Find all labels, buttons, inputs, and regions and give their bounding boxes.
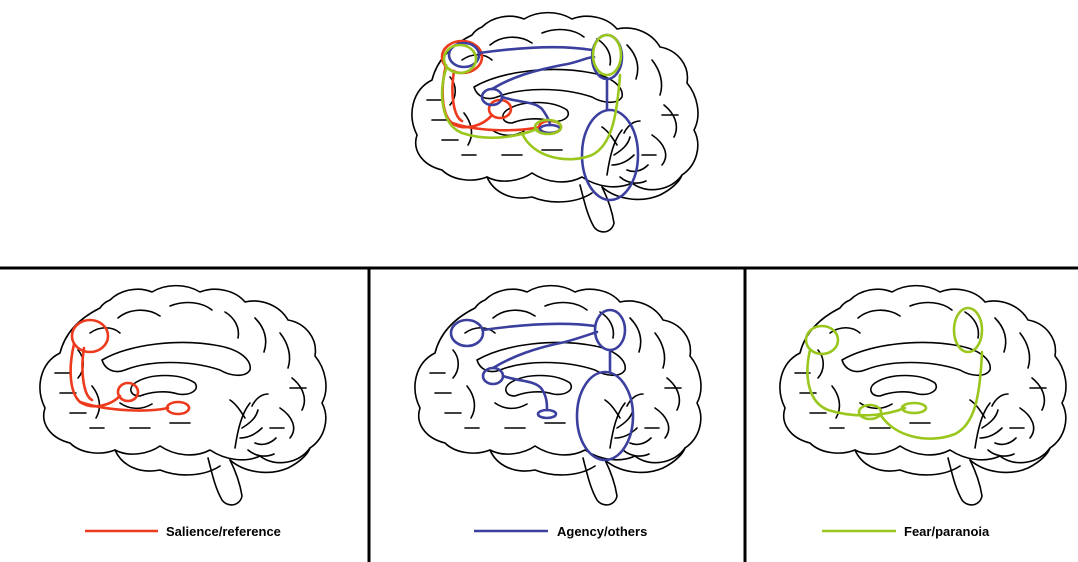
brain-outline-agency (415, 286, 701, 505)
salience-brain (40, 286, 326, 505)
fear-network (806, 308, 982, 439)
fear-brain (780, 286, 1066, 505)
agency-network (451, 310, 633, 460)
legend-label-fear: Fear/paranoia (904, 524, 990, 539)
legend-label-salience: Salience/reference (166, 524, 281, 539)
brain-outline-salience (40, 286, 326, 505)
panel-agency: Agency/others (415, 286, 701, 539)
brain-outline-fear (780, 286, 1066, 505)
panel-salience: Salience/reference (40, 286, 326, 539)
legend-label-agency: Agency/others (557, 524, 647, 539)
agency-brain (415, 286, 701, 505)
panel-fear: Fear/paranoia (780, 286, 1066, 539)
fear-network-combined (442, 35, 621, 159)
salience-network (71, 320, 189, 414)
combined-brain (412, 13, 698, 232)
